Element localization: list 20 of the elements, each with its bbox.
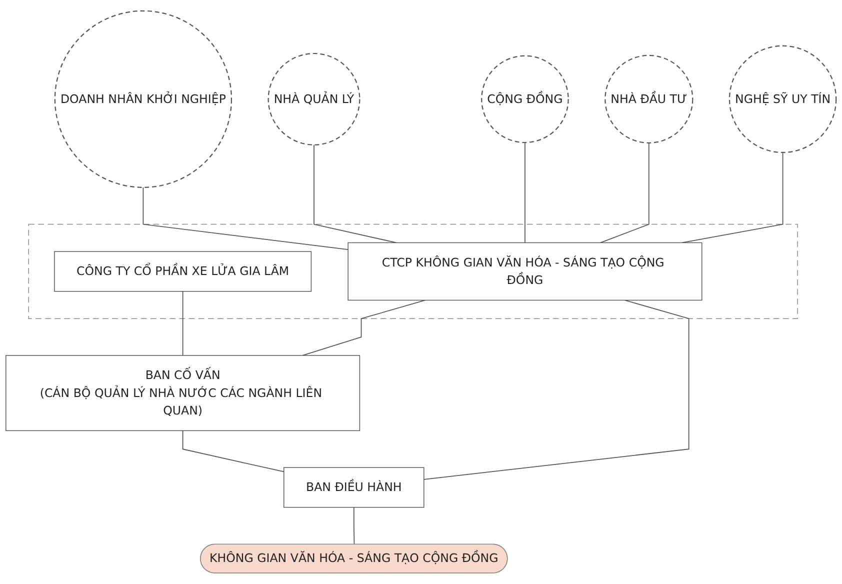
connector <box>600 142 650 244</box>
connector <box>353 506 355 546</box>
connector <box>524 142 526 244</box>
node-circle: CỘNG ĐỒNG <box>481 55 569 144</box>
cluster <box>28 224 798 320</box>
node-circle: DOANH NHÂN KHỞI NGHIỆP <box>54 10 232 188</box>
node-circle: NHÀ ĐẦU TƯ <box>604 54 694 144</box>
connector <box>423 300 690 480</box>
node-circle: NGHỆ SỸ UY TÍN <box>728 45 837 154</box>
connector <box>182 430 284 472</box>
connector <box>682 152 784 244</box>
connector <box>302 300 426 356</box>
node-box: BAN ĐIỀU HÀNH <box>284 467 424 508</box>
node-box: CTCP KHÔNG GIAN VĂN HÓA - SÁNG TẠO CỘNG ĐỒNG <box>348 242 702 301</box>
connector <box>182 291 184 356</box>
node-box: CÔNG TY CỔ PHẦN XE LỬA GIA LÂM <box>54 251 312 292</box>
connector <box>314 144 397 244</box>
node-box: BAN CỐ VẤN (CÁN BỘ QUẢN LÝ NHÀ NƯỚC CÁC NGÀNH LIÊN QUAN) <box>6 355 360 432</box>
node-circle: NHÀ QUẢN LÝ <box>268 53 360 146</box>
connector <box>142 187 348 250</box>
